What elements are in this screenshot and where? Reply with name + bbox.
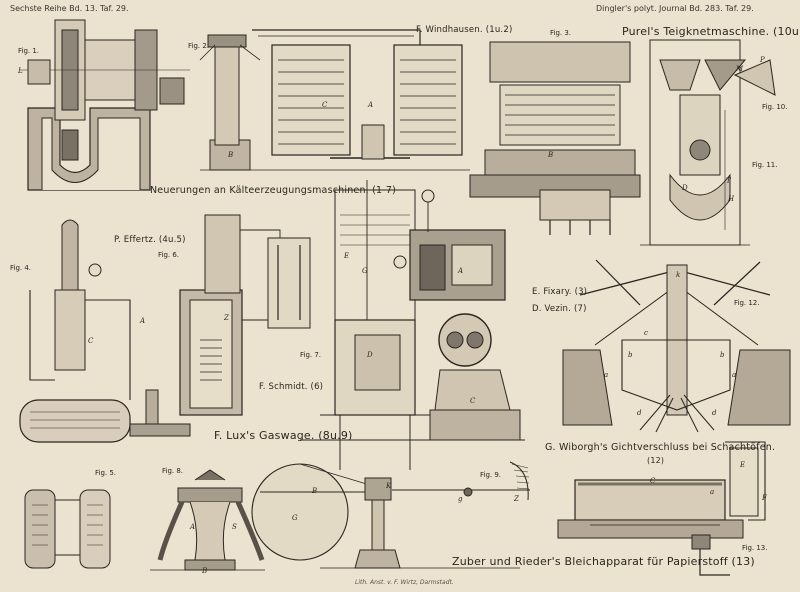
fig10-label: Fig. 10. <box>762 103 788 111</box>
fig13-drawing <box>557 441 766 576</box>
letter-g-fig9: g <box>458 495 463 503</box>
fig7-drawing <box>300 180 525 470</box>
letter-b2-fig12: b <box>720 351 725 359</box>
caption-wiborgh-number: (12) <box>647 456 665 465</box>
letter-B-fig9: B <box>312 487 318 495</box>
header-right: Dingler's polyt. Journal Bd. 283. Taf. 2… <box>596 4 754 13</box>
letter-T-fig11: T <box>726 177 731 185</box>
fig4-drawing <box>19 219 191 443</box>
caption-lux: F. Lux's Gaswage. (8u.9) <box>214 429 353 442</box>
letter-M-fig10: M <box>736 65 744 73</box>
letter-A-fig4: A <box>140 317 146 325</box>
fig2-label: Fig. 2. <box>188 42 210 50</box>
fig5-drawing <box>24 489 111 569</box>
caption-purel: Purel's Teigknetmaschine. (10u.11) <box>622 25 800 38</box>
caption-fixary: E. Fixary. (3) <box>532 287 588 297</box>
letter-G-fig9: G <box>292 514 298 522</box>
printer-credit: Lith. Anst. v. F. Wirtz, Darmstadt. <box>355 579 454 586</box>
letter-Z-fig6: Z <box>224 314 229 322</box>
letter-S-fig8: S <box>232 523 237 531</box>
fig1-label: Fig. 1. <box>18 47 40 55</box>
letter-a2-fig12: a <box>732 371 737 379</box>
fig6-drawing <box>179 214 311 416</box>
letter-A-fig8: A <box>190 523 196 531</box>
letter-a-fig12: a <box>604 371 609 379</box>
fig3-drawing <box>469 41 641 235</box>
letter-E-fig7: E <box>344 252 350 260</box>
letter-k-fig12: k <box>676 271 681 279</box>
letter-G-fig7: G <box>362 267 368 275</box>
letter-C-fig4: C <box>88 337 94 345</box>
letter-d-fig12: d <box>637 409 642 417</box>
letter-B-fig2: B <box>228 151 234 159</box>
letter-A-fig7: A <box>458 267 464 275</box>
letter-P-fig10: P <box>760 56 765 64</box>
letter-D-fig7: D <box>367 351 373 359</box>
caption-wiborgh: G. Wiborgh's Gichtverschluss bei Schacht… <box>545 442 776 453</box>
fig8-drawing <box>150 469 265 571</box>
letter-C-fig2: C <box>322 101 328 109</box>
letter-H-fig11: H <box>728 195 735 203</box>
caption-schmidt: F. Schmidt. (6) <box>259 382 324 392</box>
fig13-label: Fig. 13. <box>742 544 768 552</box>
fig4-label: Fig. 4. <box>10 264 32 272</box>
header-left: Sechste Reihe Bd. 13. Taf. 29. <box>10 4 129 13</box>
fig5-label: Fig. 5. <box>95 469 117 477</box>
fig2-drawing <box>199 29 470 171</box>
letter-c-fig12: c <box>644 329 648 337</box>
letter-C-fig13: C <box>650 477 656 485</box>
letter-F-fig13: F <box>762 494 767 502</box>
fig3-label: Fig. 3. <box>550 29 572 37</box>
fig9-drawing <box>251 461 530 569</box>
letter-K-fig9: K <box>386 482 392 490</box>
fig8-label: Fig. 8. <box>162 467 184 475</box>
caption-windhausen: F. Windhausen. (1u.2) <box>416 25 513 35</box>
letter-Z-fig9: Z <box>514 495 519 503</box>
fig12-label: Fig. 12. <box>734 299 760 307</box>
fig12-drawing <box>562 259 791 433</box>
letter-C-fig7: C <box>470 397 476 405</box>
fig7-label: Fig. 7. <box>300 351 322 359</box>
caption-vezin: D. Vezin. (7) <box>532 304 587 314</box>
letter-D-fig11: D <box>682 184 688 192</box>
fig10-11-drawing <box>640 39 776 246</box>
letter-b-fig12: b <box>628 351 633 359</box>
caption-effertz: P. Effertz. (4u.5) <box>114 235 186 245</box>
letter-B-fig8: B <box>202 567 208 575</box>
letter-L-fig1: L <box>18 67 23 75</box>
caption-zuber: Zuber und Rieder's Bleichapparat für Pap… <box>452 555 755 568</box>
fig6-label: Fig. 6. <box>158 251 180 259</box>
letter-B-fig3: B <box>548 151 554 159</box>
letter-d2-fig12: d <box>712 409 717 417</box>
caption-kaelte: Neuerungen an Kälteerzeugungsmaschinen. … <box>150 185 397 196</box>
fig9-label: Fig. 9. <box>480 471 502 479</box>
fig1-drawing <box>20 19 190 191</box>
fig11-label: Fig. 11. <box>752 161 778 169</box>
letter-A-fig2: A <box>368 101 374 109</box>
letter-E-fig13: E <box>740 461 746 469</box>
letter-a-fig13: a <box>710 488 715 496</box>
